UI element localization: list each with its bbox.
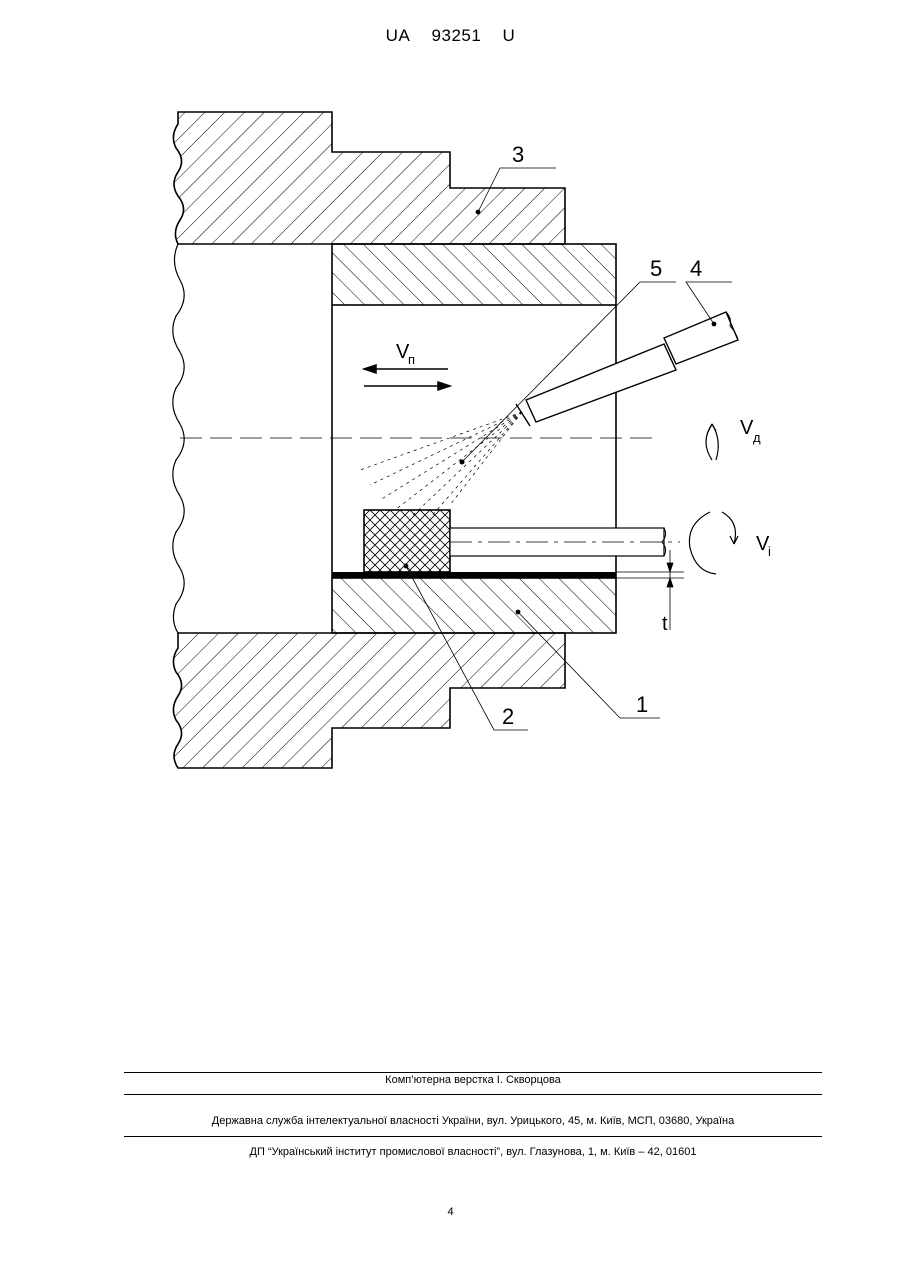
- depth-dimension: [616, 550, 684, 630]
- label-3: 3: [512, 142, 524, 167]
- tool-block: [364, 510, 450, 572]
- technical-drawing: 3 5 4 2 1 V п V д V і t: [0, 0, 901, 800]
- label-workpiece-velocity-sub: д: [753, 430, 761, 445]
- label-1: 1: [636, 692, 648, 717]
- housing-lower: [173, 633, 565, 768]
- label-depth: t: [662, 613, 668, 635]
- feed-arrows: [364, 365, 450, 390]
- footer-institute: ДП “Український інститут промислової вла…: [124, 1146, 822, 1158]
- nozzle: [516, 312, 738, 426]
- footer-layout-credit: Комп’ютерна верстка І. Скворцова: [124, 1074, 822, 1086]
- footer-rule-top: [124, 1072, 822, 1073]
- workpiece-sleeve: [332, 578, 616, 633]
- label-4: 4: [690, 256, 702, 281]
- footer-rule-middle: [124, 1094, 822, 1095]
- footer-rule-bottom: [124, 1136, 822, 1137]
- rotation-arrow-workpiece: [706, 424, 718, 460]
- housing-upper: [173, 112, 565, 244]
- spray-jet: [360, 412, 522, 518]
- page-number: 4: [0, 1206, 901, 1218]
- rotation-arrow-tool: [689, 512, 738, 574]
- coating-layer: [332, 572, 616, 578]
- label-5: 5: [650, 256, 662, 281]
- break-line: [173, 244, 184, 633]
- label-feed-velocity-sub: п: [408, 352, 415, 367]
- label-tool-velocity-sub: і: [768, 544, 771, 559]
- sleeve-upper: [332, 244, 616, 305]
- label-workpiece-velocity: V: [740, 417, 754, 439]
- footer-service: Державна служба інтелектуальної власност…: [124, 1115, 822, 1127]
- label-2: 2: [502, 704, 514, 729]
